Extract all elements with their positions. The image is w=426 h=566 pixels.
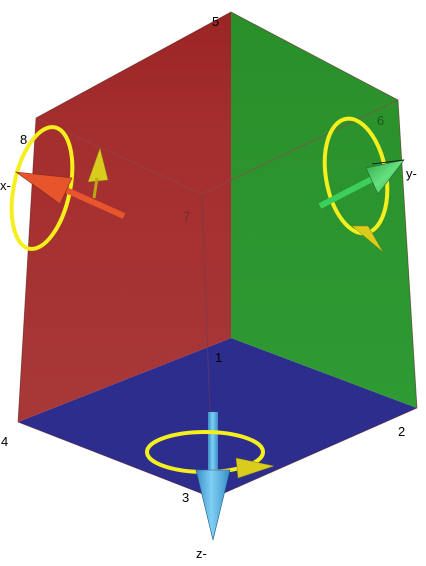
y-axis-arrow-shaft <box>318 175 376 209</box>
right-face-y <box>231 12 417 408</box>
axis-labels: x- y- z- <box>0 166 417 561</box>
x-axis-group <box>9 125 126 251</box>
y-arrow-edge <box>371 159 405 165</box>
vertex-label-5: 5 <box>212 14 219 29</box>
axis-label-z-neg[interactable]: z- <box>196 546 207 561</box>
y-rotation-arrow-icon[interactable] <box>351 225 384 253</box>
y-axis-arrow-icon[interactable] <box>365 159 405 195</box>
vertex-label-6: 6 <box>377 113 384 128</box>
vertex-label-8: 8 <box>20 132 27 147</box>
vertex-label-2: 2 <box>398 424 405 439</box>
z-axis-arrow-shaft <box>208 412 218 476</box>
cube-faces <box>17 11 418 499</box>
axis-label-y-neg[interactable]: y- <box>406 166 417 181</box>
x-axis-arrow-icon[interactable] <box>14 171 73 205</box>
vertex-label-1: 1 <box>215 350 222 365</box>
vertex-label-3: 3 <box>182 490 189 505</box>
z-axis-group <box>145 412 275 541</box>
axis-label-x-neg[interactable]: x- <box>0 178 11 193</box>
z-axis-arrow-icon[interactable] <box>195 469 231 541</box>
vertex-label-7: 7 <box>183 209 190 224</box>
z-rotation-arrow-icon[interactable] <box>235 457 275 479</box>
vertex-labels: 5 8 6 7 1 4 2 3 <box>1 14 405 505</box>
y-axis-group <box>318 116 405 253</box>
left-face-x <box>18 12 231 422</box>
vertex-label-4: 4 <box>1 434 8 449</box>
x-axis-arrow-shaft <box>64 187 126 219</box>
cube-outline <box>17 11 418 499</box>
x-rotation-arrow-shaft <box>92 177 99 199</box>
